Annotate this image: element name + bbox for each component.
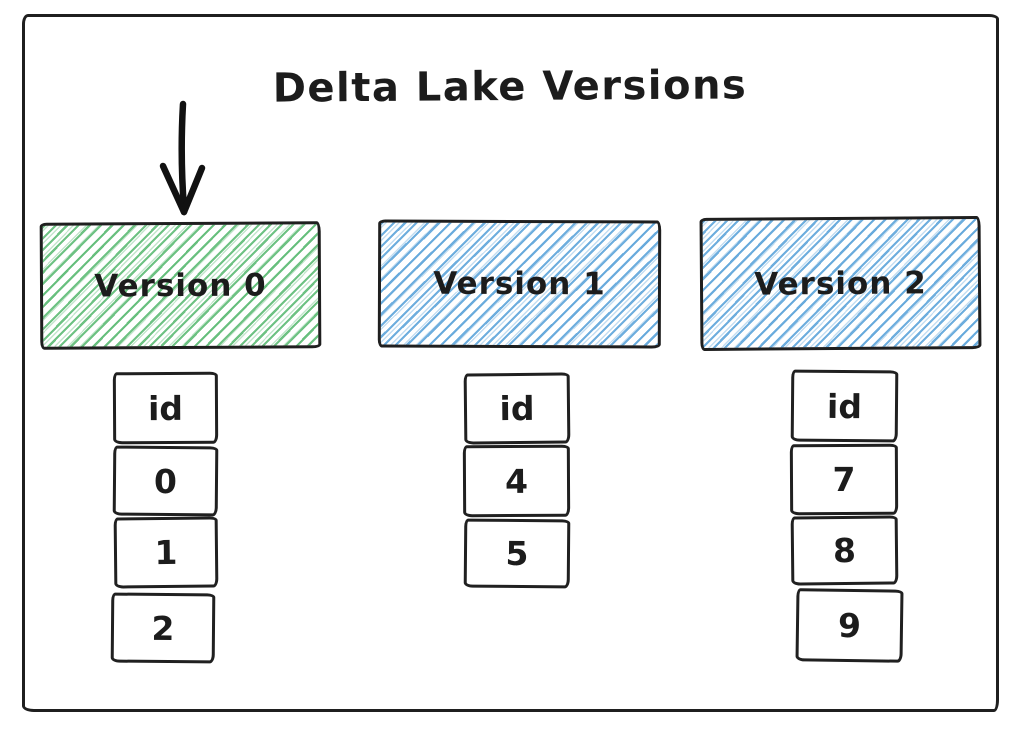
version-2-box: Version 2: [699, 216, 982, 351]
table-2-header-cell: id: [790, 369, 899, 443]
table-2-row-cell: 9: [795, 588, 904, 663]
version-1-label: Version 1: [433, 265, 606, 303]
table-2-row-cell: 7: [789, 443, 899, 516]
table-0-row-cell: 2: [110, 592, 216, 664]
table-0-row-cell: 0: [112, 445, 219, 517]
version-1-box: Version 1: [377, 219, 662, 349]
table-0-row-cell: 1: [113, 516, 219, 589]
arrow-down-icon: [159, 100, 206, 216]
version-0-box: Version 0: [39, 221, 322, 350]
table-1-row-cell: 4: [462, 444, 571, 518]
table-1-row-cell: 5: [463, 518, 571, 589]
table-0-header-cell: id: [112, 371, 219, 445]
version-0-label: Version 0: [94, 267, 267, 304]
table-1-header-cell: id: [463, 372, 571, 445]
version-2-label: Version 2: [754, 264, 927, 303]
table-2-row-cell: 8: [790, 515, 899, 586]
outer-frame: [22, 14, 999, 712]
